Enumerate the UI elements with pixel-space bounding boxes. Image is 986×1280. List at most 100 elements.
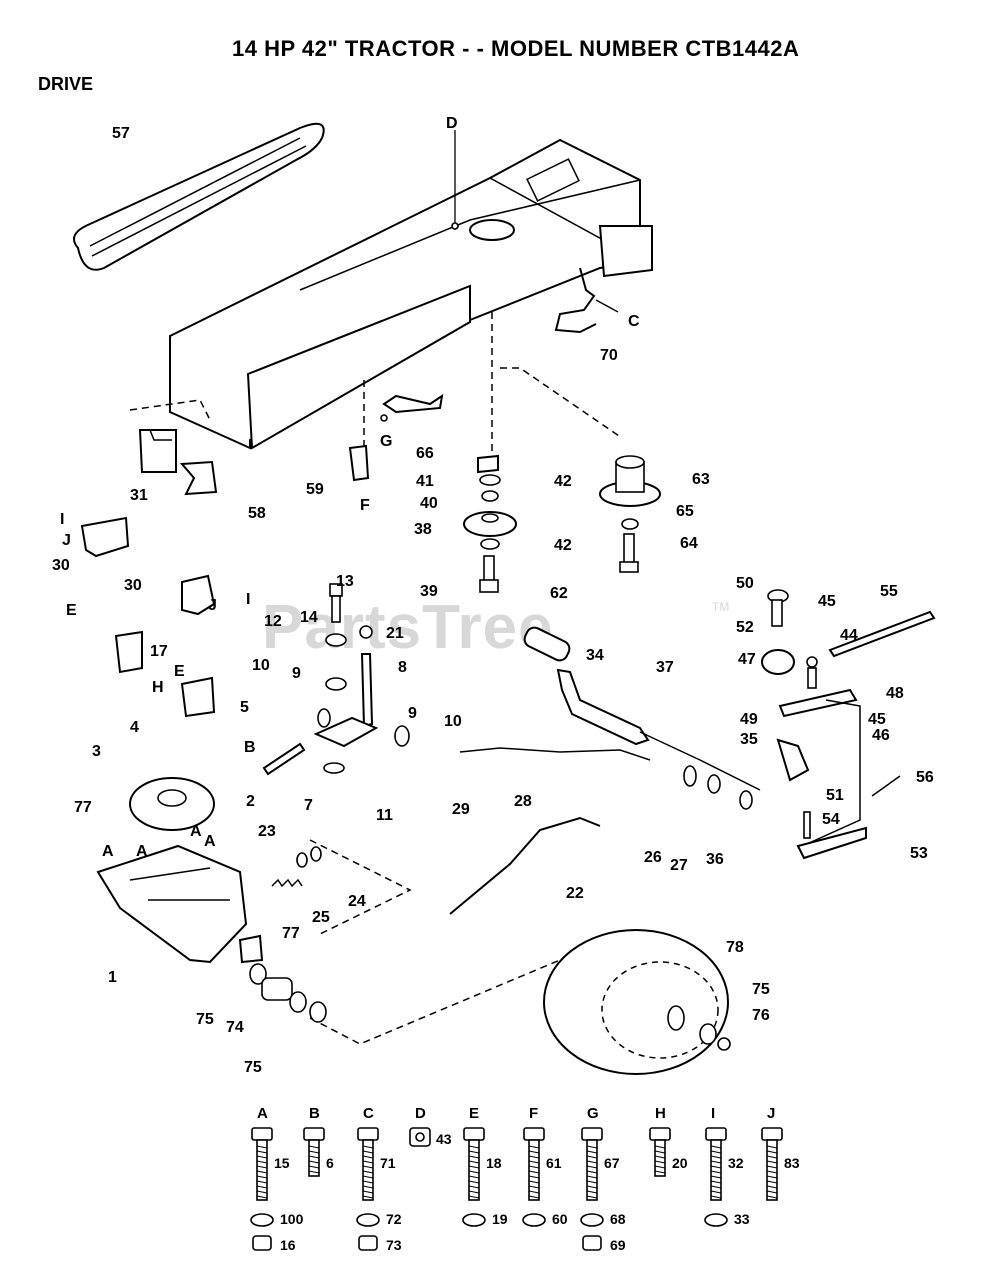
brackets-31-58-59 — [138, 380, 370, 496]
control-assembly — [262, 583, 410, 776]
callout-42a: 42 — [554, 473, 572, 490]
callout-A3: A — [190, 823, 202, 840]
bolt-head-icon — [463, 1127, 485, 1141]
hardware-b: B6 — [303, 1105, 334, 1177]
callout-A4: A — [204, 833, 216, 850]
callout-10a: 10 — [252, 657, 270, 674]
hardware-letter: G — [587, 1105, 599, 1122]
wheel-assembly — [249, 929, 731, 1075]
hardware-part-number: 6 — [326, 1155, 334, 1171]
nut-icon — [704, 1213, 728, 1227]
callout-I1: I — [60, 511, 64, 528]
hardware-part-number: 83 — [784, 1155, 800, 1171]
nut-icon — [462, 1213, 486, 1227]
callout-54: 54 — [822, 811, 840, 828]
hardware-letter: C — [363, 1105, 374, 1122]
callout-76: 76 — [752, 1007, 770, 1024]
page-title: 14 HP 42" TRACTOR - - MODEL NUMBER CTB14… — [232, 36, 800, 61]
callout-40: 40 — [420, 495, 438, 512]
callout-E1: E — [66, 602, 77, 619]
transmission-assembly — [96, 777, 264, 964]
bolt-shank-icon — [586, 1139, 598, 1201]
hardware-part-number: 60 — [552, 1211, 568, 1227]
hardware-letter: B — [309, 1105, 320, 1122]
hardware-legend: A1510016B6C717273D43E1819F6160G676869H20… — [250, 1105, 800, 1253]
hardware-letter: E — [469, 1105, 479, 1122]
hardware-part-number: 68 — [610, 1211, 626, 1227]
washer-icon — [580, 1213, 604, 1227]
hardware-part-number: 15 — [274, 1155, 290, 1171]
callout-A1: A — [102, 843, 114, 860]
hardware-part-number: 100 — [280, 1211, 304, 1227]
callout-27: 27 — [670, 857, 688, 874]
callout-4: 4 — [130, 719, 139, 736]
callout-45a: 45 — [818, 593, 836, 610]
callout-52: 52 — [736, 619, 754, 636]
callout-56: 56 — [916, 769, 934, 786]
callout-38: 38 — [414, 521, 432, 538]
hardware-letter: A — [257, 1105, 268, 1122]
hardware-j: J83 — [761, 1105, 800, 1201]
hardware-part-number: 43 — [436, 1131, 452, 1147]
callout-I2: I — [246, 591, 250, 608]
callout-7: 7 — [304, 797, 313, 814]
hardware-letter: H — [655, 1105, 666, 1122]
hardware-part-number: 73 — [386, 1237, 402, 1253]
idler-stack-38 — [463, 312, 517, 593]
callout-70: 70 — [600, 347, 618, 364]
linkage-66 — [380, 393, 444, 422]
callout-C: C — [628, 313, 640, 330]
section-label: DRIVE — [38, 74, 94, 94]
callout-21: 21 — [386, 625, 404, 642]
bolt-head-icon — [251, 1127, 273, 1141]
brake-assembly — [761, 589, 936, 860]
callout-65: 65 — [676, 503, 694, 520]
washer-icon — [522, 1213, 546, 1227]
watermark: PartsTree — [262, 593, 554, 662]
callout-28: 28 — [514, 793, 532, 810]
callout-14: 14 — [300, 609, 318, 626]
callout-64: 64 — [680, 535, 698, 552]
hardware-part-number: 16 — [280, 1237, 296, 1253]
callout-25: 25 — [312, 909, 330, 926]
callout-55: 55 — [880, 583, 898, 600]
callout-11: 11 — [376, 807, 393, 824]
callout-J1: J — [62, 532, 71, 549]
drive-belt — [73, 122, 325, 271]
callout-G: G — [380, 433, 392, 450]
callout-5: 5 — [240, 699, 249, 716]
washer-icon — [356, 1213, 380, 1227]
callout-B: B — [244, 739, 256, 756]
bolt-head-icon — [761, 1127, 783, 1141]
callout-45b: 45 — [868, 711, 886, 728]
callout-22: 22 — [566, 885, 584, 902]
callout-34: 34 — [586, 647, 604, 664]
callout-75a: 75 — [752, 981, 770, 998]
tractor-frame — [129, 138, 653, 450]
callout-42b: 42 — [554, 537, 572, 554]
bracket-70 — [554, 267, 619, 334]
bolt-head-icon — [649, 1127, 671, 1141]
bolt-head-icon — [357, 1127, 379, 1141]
callout-47: 47 — [738, 651, 756, 668]
callout-13: 13 — [336, 573, 354, 590]
callout-9b: 9 — [408, 705, 417, 722]
callout-39: 39 — [420, 583, 438, 600]
hardware-part-number: 32 — [728, 1155, 744, 1171]
callout-53: 53 — [910, 845, 928, 862]
watermark-trademark: TM — [712, 600, 730, 614]
callout-44: 44 — [840, 627, 858, 644]
callout-63: 63 — [692, 471, 710, 488]
callout-58: 58 — [248, 505, 266, 522]
bolt-shank-icon — [468, 1139, 480, 1201]
nut-icon — [358, 1235, 378, 1251]
callout-78: 78 — [726, 939, 744, 956]
callout-41: 41 — [416, 473, 434, 490]
callout-66: 66 — [416, 445, 434, 462]
hardware-h: H20 — [649, 1105, 688, 1177]
